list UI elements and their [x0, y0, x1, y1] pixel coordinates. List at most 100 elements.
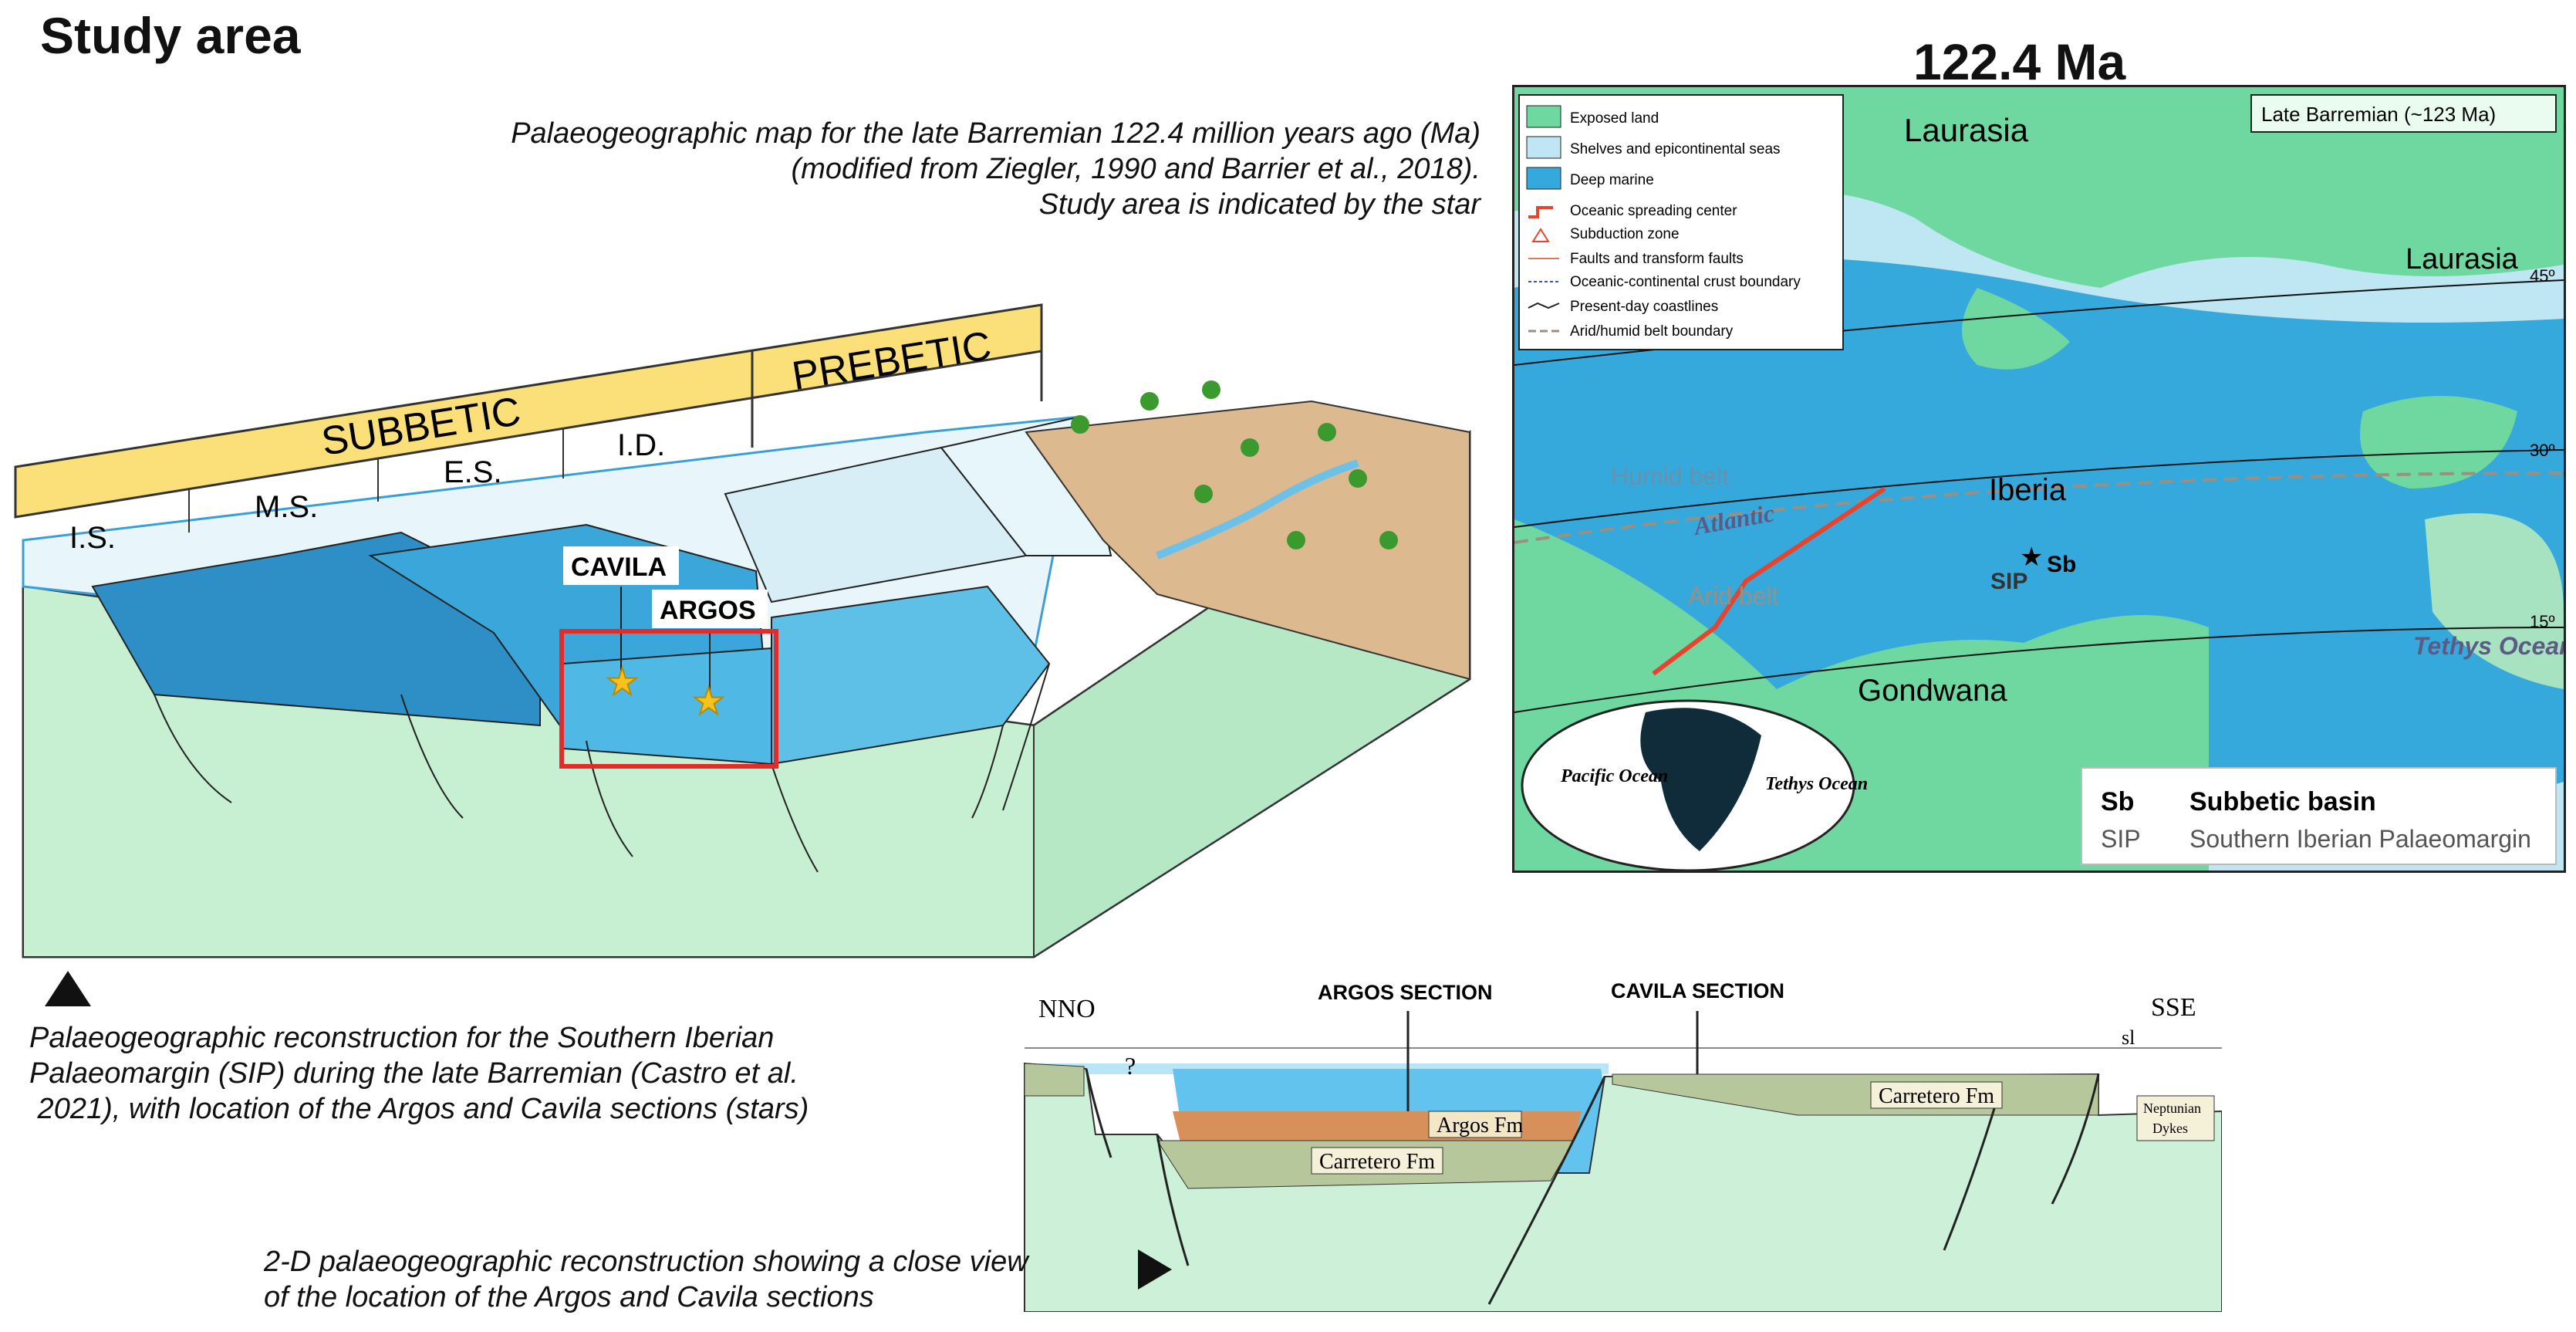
block-caption-line: Palaeogeographic reconstruction for the …: [29, 1022, 775, 1054]
legend-swatch: [1526, 136, 1561, 159]
sse-label: SSE: [2151, 993, 2196, 1022]
zone-label: M.S.: [255, 490, 318, 524]
zone-dividers: [188, 429, 564, 532]
legend-label: Deep marine: [1570, 172, 1654, 188]
globe-pacific-label: Pacific Ocean: [1560, 766, 1668, 786]
legend-label: Exposed land: [1570, 110, 1659, 127]
map-title: 122.4 Ma: [1913, 33, 2126, 90]
question-mark: ?: [1125, 1052, 1136, 1080]
tethys-label: Tethys Ocean: [2413, 632, 2564, 660]
banner-subbetic: SUBBETIC: [319, 389, 524, 465]
latitude-label: 30º: [2530, 441, 2555, 460]
map-canvas: 45º 30º 15º Laurasia Laurasia Iberia Gon…: [1514, 87, 2564, 871]
argos-fm-label: Argos Fm: [1437, 1114, 1524, 1138]
spreading-center-symbol: [1528, 206, 1553, 218]
neptunian-label: Neptunian: [2143, 1100, 2201, 1116]
zone-label: I.S.: [69, 521, 116, 555]
zone-label: I.D.: [617, 428, 665, 462]
argos-label-box: [652, 590, 768, 628]
deep-marine: [1514, 257, 2564, 808]
land-island: [2425, 513, 2564, 689]
stage-label: Late Barremian (~123 Ma): [2261, 103, 2496, 126]
iberia-land: [1962, 288, 2070, 370]
subduction-symbol: [1531, 228, 1550, 242]
place-label: Laurasia: [2406, 243, 2519, 276]
faults: [1085, 1068, 2100, 1305]
place-label: Arid belt: [1688, 582, 1779, 610]
legend-label: Arid/humid belt boundary: [1570, 323, 1734, 340]
palaeogeographic-map: 45º 30º 15º Laurasia Laurasia Iberia Gon…: [1512, 85, 2566, 873]
legend-label: Subduction zone: [1570, 226, 1680, 242]
cavila-star-icon: ★: [606, 662, 639, 703]
legend-swatch: [1526, 167, 1561, 190]
tethys-ocean-label: Tethys Ocean: [2413, 632, 2564, 660]
nno-label: NNO: [1038, 995, 1096, 1023]
place-label: Laurasia: [1904, 112, 2029, 148]
map-caption-line: Palaeogeographic map for the late Barrem…: [511, 117, 1480, 150]
argos-section-label: ARGOS SECTION: [1318, 981, 1493, 1004]
cross-caption: 2-D palaeogeographic reconstruction show…: [264, 1244, 1190, 1315]
cavila-label-box: [563, 546, 679, 585]
study-area-box: [559, 629, 778, 769]
latitude-label: 15º: [2530, 612, 2555, 631]
globe-continents: [1640, 708, 1761, 851]
cavila-label: CAVILA: [571, 553, 667, 582]
legend-swatch: [1526, 105, 1561, 128]
place-label: Iberia: [1989, 473, 2067, 507]
latitude-line: [1514, 449, 2564, 528]
carretero-fm-label-left: Carretero Fm: [1319, 1150, 1435, 1174]
spreading-center: [1652, 486, 1886, 676]
river: [1156, 459, 1359, 560]
stage-label-box: [2250, 94, 2557, 133]
legend-label: Faults and transform faults: [1570, 251, 1744, 267]
legend-items: Exposed land Shelves and epicontinental …: [1526, 105, 1801, 340]
map-caption-line: (modified from Ziegler, 1990 and Barrier…: [791, 153, 1480, 185]
carretero-fm-box: [1311, 1147, 1443, 1175]
globe-tethys-label: Tethys Ocean: [1765, 774, 1868, 794]
sb-label: Sb: [2047, 552, 2076, 577]
latitude-line: [1514, 627, 2564, 713]
argos-label: ARGOS: [660, 596, 756, 625]
block-caption-line: 2021), with location of the Argos and Ca…: [29, 1093, 809, 1125]
argos-fm-box: [1428, 1111, 1522, 1138]
sea-level-label: sl: [2122, 1026, 2135, 1049]
abbr-meaning: Subbetic basin: [2189, 787, 2376, 816]
latitude-label: 45º: [2530, 266, 2555, 286]
argos-star-icon: ★: [692, 681, 725, 722]
cross-caption-line: of the location of the Argos and Cavila …: [264, 1281, 874, 1313]
study-star-icon: ★: [2020, 543, 2043, 572]
legend-label: Shelves and epicontinental seas: [1570, 141, 1781, 157]
block-caption-line: Palaeomargin (SIP) during the late Barre…: [29, 1057, 798, 1090]
place-label: Gondwana: [1858, 674, 2007, 708]
coastline-symbol: [1528, 302, 1560, 309]
carretero-fm-layer: [1024, 1063, 1085, 1097]
abbreviation-box: [2081, 767, 2557, 865]
map-caption-line: Study area is indicated by the star: [1038, 188, 1480, 221]
map-caption: Palaeogeographic map for the late Barrem…: [323, 116, 1480, 222]
abbr-key: Sb: [2101, 787, 2134, 816]
abbr-meaning: Southern Iberian Palaeomargin: [2189, 825, 2531, 853]
argos-cavila-block: [562, 647, 772, 766]
arid-humid-boundary: [1514, 472, 2564, 544]
legend-label: Oceanic-continental crust boundary: [1570, 274, 1801, 290]
cross-caption-line: 2-D palaeogeographic reconstruction show…: [264, 1246, 1028, 1278]
abbr-key: SIP: [2101, 825, 2141, 853]
tilted-block: [771, 585, 1051, 766]
place-label: Humid belt: [1611, 462, 1729, 490]
map-legend: [1518, 94, 1844, 350]
dykes-label: Dykes: [2152, 1121, 2188, 1136]
carretero-fm-label-right: Carretero Fm: [1879, 1084, 1994, 1108]
zone-label: E.S.: [444, 455, 502, 489]
trees: [1071, 380, 1398, 549]
cavila-section-label: CAVILA SECTION: [1611, 979, 1784, 1002]
up-arrow-icon: [45, 971, 91, 1006]
sip-label: SIP: [1990, 569, 2027, 594]
page-title: Study area: [40, 7, 301, 64]
carretero-fm-box: [1870, 1081, 2003, 1109]
cross-section: ARGOS SECTION CAVILA SECTION NNO SSE ? s…: [1024, 979, 2222, 1312]
right-arrow-icon: [1138, 1249, 1172, 1290]
neptunian-dykes-box: [2136, 1095, 2215, 1141]
legend-label: Present-day coastlines: [1570, 299, 1718, 315]
faults: [154, 663, 1050, 873]
block-caption: Palaeogeographic reconstruction for the …: [29, 1020, 1032, 1127]
